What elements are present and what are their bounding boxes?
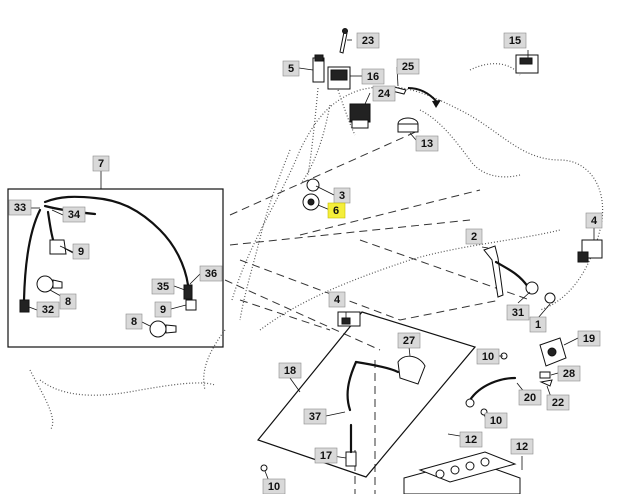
inset-frame bbox=[7, 188, 224, 348]
svg-text:23: 23 bbox=[362, 35, 374, 47]
svg-text:7: 7 bbox=[98, 158, 104, 170]
svg-text:13: 13 bbox=[421, 138, 433, 150]
right-components bbox=[260, 239, 603, 472]
svg-text:36: 36 bbox=[205, 268, 217, 280]
callout-34[interactable]: 34 bbox=[62, 206, 86, 223]
svg-text:4: 4 bbox=[591, 215, 598, 227]
callout-16[interactable]: 16 bbox=[361, 68, 385, 85]
inset-harness bbox=[19, 195, 197, 338]
svg-text:25: 25 bbox=[402, 61, 414, 73]
svg-text:28: 28 bbox=[563, 368, 575, 380]
callout-10-c[interactable]: 10 bbox=[262, 478, 286, 494]
svg-text:4: 4 bbox=[334, 294, 341, 306]
reference-lines bbox=[224, 129, 531, 494]
svg-text:16: 16 bbox=[367, 71, 379, 83]
callout-3[interactable]: 3 bbox=[333, 187, 351, 204]
callout-12-b[interactable]: 12 bbox=[510, 438, 534, 455]
svg-text:12: 12 bbox=[465, 434, 477, 446]
callout-5[interactable]: 5 bbox=[282, 60, 300, 77]
callout-23[interactable]: 23 bbox=[356, 32, 380, 49]
svg-text:22: 22 bbox=[552, 397, 564, 409]
svg-text:10: 10 bbox=[268, 481, 280, 493]
callout-24[interactable]: 24 bbox=[372, 85, 396, 102]
callout-12-a[interactable]: 12 bbox=[459, 431, 483, 448]
callout-8-b[interactable]: 8 bbox=[125, 313, 143, 330]
svg-text:5: 5 bbox=[288, 63, 294, 75]
leader-lines bbox=[28, 39, 595, 485]
callout-20[interactable]: 20 bbox=[518, 389, 542, 406]
svg-text:1: 1 bbox=[535, 319, 541, 331]
callout-6-highlighted[interactable]: 6 bbox=[327, 202, 346, 219]
svg-text:27: 27 bbox=[403, 335, 415, 347]
battery-kit-box bbox=[256, 311, 477, 478]
svg-text:31: 31 bbox=[512, 307, 524, 319]
tractor-frame-outline bbox=[29, 63, 604, 431]
callout-37[interactable]: 37 bbox=[303, 408, 327, 425]
callout-4-box[interactable]: 4 bbox=[328, 291, 346, 308]
callout-31[interactable]: 31 bbox=[506, 304, 530, 321]
callout-36[interactable]: 36 bbox=[199, 265, 223, 282]
callout-32[interactable]: 32 bbox=[36, 301, 60, 318]
callout-10-a[interactable]: 10 bbox=[476, 348, 500, 365]
svg-text:3: 3 bbox=[339, 190, 345, 202]
svg-text:8: 8 bbox=[131, 316, 137, 328]
callout-2[interactable]: 2 bbox=[465, 228, 483, 245]
svg-text:12: 12 bbox=[516, 441, 528, 453]
svg-text:33: 33 bbox=[14, 202, 26, 214]
callout-25[interactable]: 25 bbox=[396, 58, 420, 75]
callout-1[interactable]: 1 bbox=[529, 316, 547, 333]
callout-4-right[interactable]: 4 bbox=[585, 212, 603, 229]
svg-text:24: 24 bbox=[378, 88, 391, 100]
svg-text:35: 35 bbox=[157, 281, 169, 293]
callout-10-b[interactable]: 10 bbox=[484, 412, 508, 429]
callout-33[interactable]: 33 bbox=[8, 199, 32, 216]
svg-text:10: 10 bbox=[490, 415, 502, 427]
callout-9-inset[interactable]: 9 bbox=[72, 243, 90, 260]
svg-text:6: 6 bbox=[333, 205, 339, 217]
callout-27[interactable]: 27 bbox=[397, 332, 421, 349]
svg-text:15: 15 bbox=[509, 35, 521, 47]
callout-35[interactable]: 35 bbox=[151, 278, 175, 295]
callout-7[interactable]: 7 bbox=[92, 155, 110, 172]
svg-text:2: 2 bbox=[471, 231, 477, 243]
top-components bbox=[302, 28, 539, 211]
callout-17[interactable]: 17 bbox=[314, 447, 338, 464]
callout-22[interactable]: 22 bbox=[546, 394, 570, 411]
svg-text:17: 17 bbox=[320, 450, 332, 462]
svg-text:9: 9 bbox=[78, 246, 84, 258]
callout-19[interactable]: 19 bbox=[577, 330, 601, 347]
callout-28[interactable]: 28 bbox=[557, 365, 581, 382]
svg-text:8: 8 bbox=[65, 296, 71, 308]
svg-text:19: 19 bbox=[583, 333, 595, 345]
svg-text:37: 37 bbox=[309, 411, 321, 423]
svg-text:32: 32 bbox=[42, 304, 54, 316]
callout-15[interactable]: 15 bbox=[503, 32, 527, 49]
svg-text:9: 9 bbox=[160, 304, 166, 316]
svg-text:10: 10 bbox=[482, 351, 494, 363]
callout-9-b[interactable]: 9 bbox=[154, 301, 172, 318]
svg-text:18: 18 bbox=[284, 365, 296, 377]
svg-text:34: 34 bbox=[68, 209, 81, 221]
callout-18[interactable]: 18 bbox=[278, 362, 302, 379]
svg-text:20: 20 bbox=[524, 392, 536, 404]
callout-8-inset[interactable]: 8 bbox=[59, 293, 77, 310]
callout-13[interactable]: 13 bbox=[415, 135, 439, 152]
battery bbox=[403, 451, 521, 494]
